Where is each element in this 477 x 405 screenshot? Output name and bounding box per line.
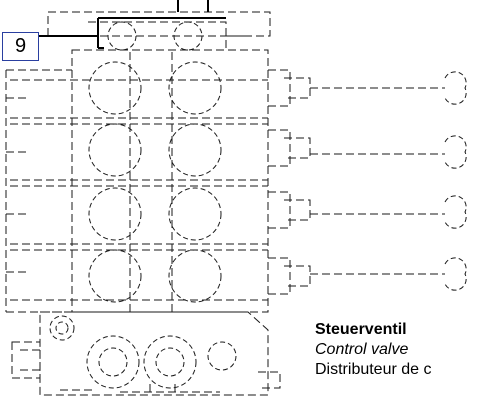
lever-2 — [268, 129, 467, 169]
callout-leader — [39, 0, 226, 49]
spool-section-4 — [6, 249, 268, 303]
lever-handles — [268, 69, 467, 295]
spool-section-1 — [6, 61, 268, 119]
valve-body — [5, 49, 269, 313]
spool-section-2 — [6, 123, 268, 181]
callout-number: 9 — [14, 35, 27, 57]
caption-german: Steuerventil — [315, 321, 407, 338]
component-caption: Steuerventil Control valve Distributeur … — [315, 320, 432, 380]
lever-1 — [268, 69, 467, 107]
spool-section-3 — [6, 185, 268, 245]
lever-4 — [268, 257, 467, 295]
end-block — [11, 311, 281, 396]
caption-french: Distributeur de c — [315, 361, 432, 378]
callout-number-box: 9 — [2, 32, 39, 61]
lever-3 — [268, 191, 467, 229]
spool-sections — [6, 61, 268, 303]
caption-english: Control valve — [315, 341, 409, 358]
